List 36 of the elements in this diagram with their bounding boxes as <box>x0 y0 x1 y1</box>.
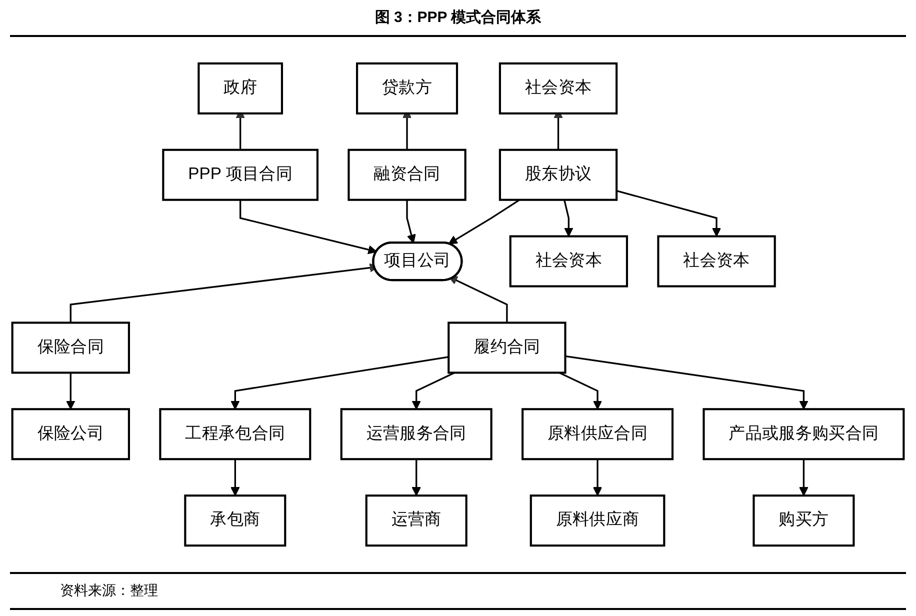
arrow <box>799 459 808 496</box>
arrow <box>412 459 421 496</box>
arrow <box>230 459 240 496</box>
arrow <box>448 276 508 323</box>
node-box: 社会资本 <box>509 235 628 288</box>
arrow <box>406 200 416 244</box>
arrow <box>448 199 520 244</box>
node-box: 原料供应商 <box>530 494 666 547</box>
arrow <box>66 372 76 410</box>
node-box: PPP 项目合同 <box>162 148 319 201</box>
arrow <box>412 372 455 410</box>
arrow <box>592 459 602 496</box>
node-box: 承包商 <box>184 494 286 547</box>
node-box: 保险公司 <box>11 408 130 460</box>
node-box: 履约合同 <box>448 322 566 374</box>
node-box: 贷款方 <box>356 62 458 114</box>
node-box: 社会资本 <box>498 62 618 114</box>
node-box: 社会资本 <box>657 235 776 288</box>
arrow <box>616 190 722 237</box>
node-box: 工程承包合同 <box>159 408 312 460</box>
figure-title: 图 3：PPP 模式合同体系 <box>10 0 906 37</box>
arrow <box>240 200 378 254</box>
node-box: 政府 <box>198 62 284 114</box>
arrow <box>565 355 808 410</box>
node-box: 股东协议 <box>498 148 618 201</box>
node-box: 运营商 <box>365 494 468 547</box>
node-box: 购买方 <box>752 494 855 547</box>
node-box: 运营服务合同 <box>340 408 492 460</box>
node-box: 融资合同 <box>348 148 466 201</box>
node-box: 保险合同 <box>11 322 130 374</box>
arrow <box>230 356 449 410</box>
arrow <box>558 372 602 410</box>
node-box: 产品或服务购买合同 <box>702 408 905 460</box>
node-box: 原料供应合同 <box>522 408 674 460</box>
arrow <box>563 200 574 237</box>
source-note: 资料来源：整理 <box>10 572 906 608</box>
